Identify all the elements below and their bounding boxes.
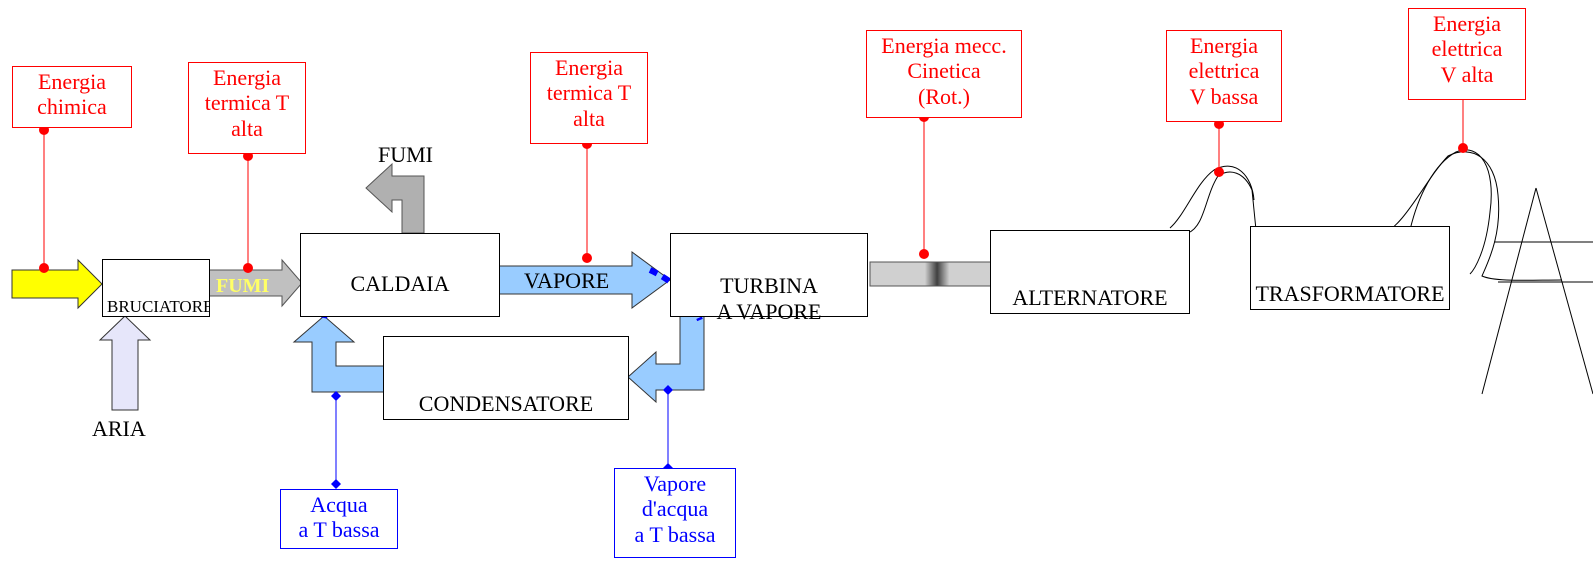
hot-fumes-arrow: [207, 258, 303, 308]
low-voltage-wire-b: [1169, 165, 1255, 229]
condenser-inlet-arrow: [627, 315, 705, 404]
high-voltage-wire-a: [1379, 151, 1563, 281]
power-pylon-icon: [1481, 187, 1593, 395]
exhaust-fumes-label: FUMI: [378, 142, 434, 167]
marker-high-voltage: [1458, 143, 1468, 153]
low-voltage-energy-label: Energia elettrica V bassa: [1166, 30, 1282, 122]
alternator-label: ALTERNATORE: [1012, 285, 1168, 311]
boiler-box: CALDAIA: [300, 233, 500, 317]
condenser-box: CONDENSATORE: [383, 336, 629, 420]
marker-mechanical: [919, 249, 929, 259]
alternator-box: ALTERNATORE: [990, 230, 1190, 314]
thermal-energy-label-burner: Energia termica T alta: [188, 62, 306, 154]
cold-water-label: Acqua a T bassa: [280, 489, 398, 549]
transformer-box: TRASFORMATORE: [1250, 226, 1450, 310]
chemical-energy-label: Energia chimica: [12, 66, 132, 128]
steam-arrow: [497, 251, 671, 309]
fumi-inline-label: FUMI: [216, 275, 270, 297]
high-voltage-wire-b: [1409, 149, 1492, 275]
burner-box: BRUCIATORE: [102, 259, 210, 317]
thermal-energy-label-steam: Energia termica T alta: [530, 52, 648, 144]
air-label: ARIA: [92, 416, 146, 441]
transformer-label: TRASFORMATORE: [1255, 281, 1445, 307]
turbine-box: TURBINA A VAPORE: [670, 233, 868, 324]
marker-thermal-2: [582, 253, 592, 263]
burner-label: BRUCIATORE: [107, 296, 210, 316]
exhaust-steam-label: Vapore d'acqua a T bassa: [614, 468, 736, 558]
mechanical-energy-label: Energia mecc. Cinetica (Rot.): [866, 30, 1022, 118]
condenser-label: CONDENSATORE: [418, 391, 594, 417]
marker-chemical: [39, 263, 49, 273]
turbine-label: TURBINA A VAPORE: [716, 273, 822, 324]
chemical-energy-arrow: [11, 258, 103, 310]
marker-thermal-1: [243, 263, 253, 273]
boiler-label: CALDAIA: [350, 271, 450, 297]
high-voltage-energy-label: Energia elettrica V alta: [1408, 8, 1526, 100]
marker-water-top: [331, 391, 341, 401]
marker-exhaust-steam-top: [663, 385, 673, 395]
air-arrow: [98, 315, 152, 411]
marker-water-bottom: [331, 479, 341, 489]
water-return-arrow: [292, 315, 385, 393]
exhaust-fumes-arrow: [365, 162, 425, 234]
rotating-shaft: [869, 261, 993, 287]
low-voltage-wire-a: [1187, 171, 1257, 234]
steam-flow-label: VAPORE: [524, 268, 610, 293]
marker-low-voltage: [1214, 167, 1224, 177]
